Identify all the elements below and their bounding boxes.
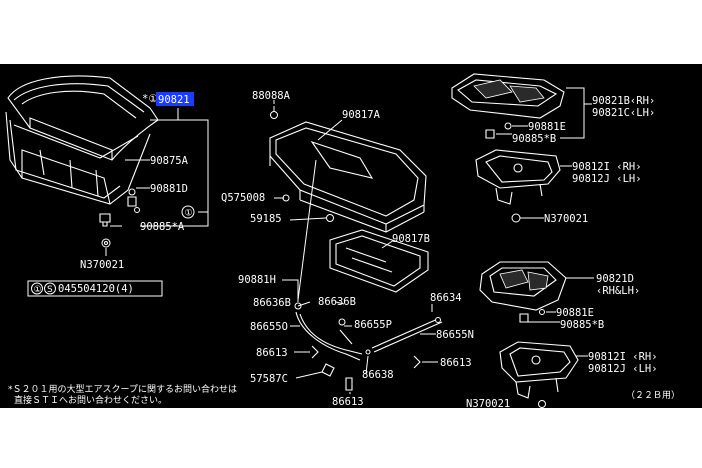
right-scoop-drawing-2 <box>479 261 567 323</box>
note-S-mark: S <box>47 285 53 295</box>
right-leader-lines <box>496 87 594 357</box>
hose-leader-lines <box>290 325 438 394</box>
diagram-code-label: （２２Ｂ用） <box>626 390 680 401</box>
part-90881D-label[interactable]: 90881D <box>150 183 188 195</box>
highlight-prefix: *① <box>142 93 158 105</box>
part-88088A-label[interactable]: 88088A <box>252 90 291 102</box>
part-90817A-label[interactable]: 90817A <box>342 109 381 121</box>
part-86655P-label[interactable]: 86655P <box>354 319 392 331</box>
highlighted-part-callout[interactable]: *① 90821 <box>142 92 194 106</box>
note-part-number[interactable]: 045504120(4) <box>58 283 134 295</box>
part-90821D-label[interactable]: 90821D <box>596 273 634 285</box>
part-57587C-label[interactable]: 57587C <box>250 373 288 385</box>
part-86613-2-label[interactable]: 86613 <box>440 357 472 369</box>
note-circle-1: ① <box>34 285 42 295</box>
right-bracket-2 <box>499 341 579 408</box>
part-N370021-right1-label[interactable]: N370021 <box>544 213 588 225</box>
highlight-box <box>156 92 194 106</box>
note-box: ① S 045504120(4) <box>27 280 163 297</box>
part-90821B-label[interactable]: 90821B‹RH› <box>592 95 655 107</box>
washer-hose-drawing <box>295 311 443 391</box>
part-90812J-1-label[interactable]: 90812J ‹LH› <box>572 173 642 185</box>
part-90821C-label[interactable]: 90821C‹LH› <box>592 107 655 119</box>
part-90817B-label[interactable]: 90817B <box>392 233 430 245</box>
center-leader-lines <box>273 100 433 312</box>
part-86613-1-label[interactable]: 86613 <box>256 347 288 359</box>
part-90812I-1-label[interactable]: 90812I ‹RH› <box>572 161 642 173</box>
part-90881E-1-label[interactable]: 90881E <box>528 121 566 133</box>
part-90885B-1-label[interactable]: 90885*B <box>512 133 556 145</box>
part-90812I-2-label[interactable]: 90812I ‹RH› <box>588 351 658 363</box>
right-bracket-1 <box>475 149 561 223</box>
circle-ref-marker <box>181 205 195 219</box>
part-90881E-2-label[interactable]: 90881E <box>556 307 594 319</box>
part-86636B-1-label[interactable]: 86636B <box>253 297 291 309</box>
part-90885B-2-label[interactable]: 90885*B <box>560 319 604 331</box>
diagram-canvas <box>0 64 702 408</box>
part-90812J-2-label[interactable]: 90812J ‹LH› <box>588 363 658 375</box>
part-86636B-2-label[interactable]: 86636B <box>318 296 356 308</box>
part-90885A-label[interactable]: 90885*A <box>140 221 185 233</box>
part-86638-label[interactable]: 86638 <box>362 369 394 381</box>
air-scoop-drawing <box>5 75 159 248</box>
center-tray-drawing <box>269 106 429 310</box>
part-90821D-side-label: ‹RH&LH› <box>596 285 640 297</box>
circle-ref-1-label: ① <box>185 209 193 219</box>
part-86613-3-label[interactable]: 86613 <box>332 396 364 408</box>
part-90821-label: 90821 <box>158 94 190 106</box>
part-86655N-label[interactable]: 86655N <box>436 329 474 341</box>
part-N370021-right2-label[interactable]: N370021 <box>466 398 510 410</box>
part-86634-label[interactable]: 86634 <box>430 292 462 304</box>
part-86655O-label[interactable]: 86655O <box>250 321 288 333</box>
footnote-line-1: *Ｓ２０１用の大型エアスクープに関するお問い合わせは <box>8 383 237 395</box>
part-N370021-left-label[interactable]: N370021 <box>80 259 124 271</box>
part-90881H-label[interactable]: 90881H <box>238 274 276 286</box>
left-leader-lines <box>105 108 209 256</box>
right-scoop-drawing-1 <box>451 73 565 139</box>
part-Q575008-label[interactable]: Q575008 <box>221 192 265 204</box>
part-90875A-label[interactable]: 90875A <box>150 155 189 167</box>
part-59185-label[interactable]: 59185 <box>250 213 282 225</box>
footnote-line-2: 直接ＳＴＩへお問い合わせください。 <box>14 394 167 406</box>
